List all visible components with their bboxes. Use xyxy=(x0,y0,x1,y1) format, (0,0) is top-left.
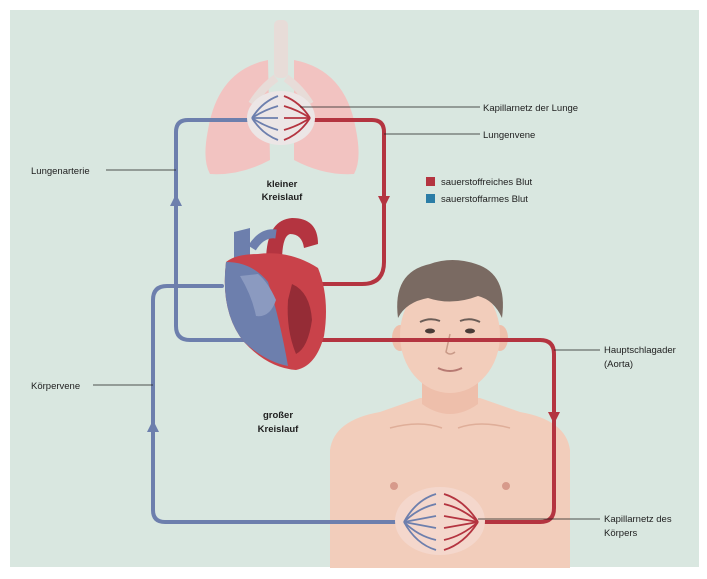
label-kapillarnetz-koerper-line1: Kapillarnetz des xyxy=(604,514,672,525)
label-lungenvene: Lungenvene xyxy=(483,130,535,141)
right-eye xyxy=(465,329,475,334)
legend-poor-swatch xyxy=(426,194,435,203)
large-circuit-label-line1: großer xyxy=(263,410,293,421)
label-kapillarnetz-koerper-line2: Körpers xyxy=(604,528,638,539)
lung-capillary-network xyxy=(247,91,315,145)
label-lungenarterie: Lungenarterie xyxy=(31,166,90,177)
small-circuit-label-line1: kleiner xyxy=(267,179,298,190)
trachea xyxy=(274,20,288,78)
small-circuit-label-line2: Kreislauf xyxy=(262,192,303,203)
right-nipple xyxy=(502,482,510,490)
left-eye xyxy=(425,329,435,334)
label-koerpervene: Körpervene xyxy=(31,381,80,392)
label-hauptschlagader-line2: (Aorta) xyxy=(604,359,633,370)
legend-rich-swatch xyxy=(426,177,435,186)
body-capillary-network xyxy=(395,487,485,555)
label-hauptschlagader-line1: Hauptschlagader xyxy=(604,345,676,356)
legend-rich-label: sauerstoffreiches Blut xyxy=(441,177,533,188)
large-circuit-label-line2: Kreislauf xyxy=(258,424,299,435)
label-kapillarnetz-lunge: Kapillarnetz der Lunge xyxy=(483,103,578,114)
legend-poor-label: sauerstoffarmes Blut xyxy=(441,194,528,205)
left-nipple xyxy=(390,482,398,490)
